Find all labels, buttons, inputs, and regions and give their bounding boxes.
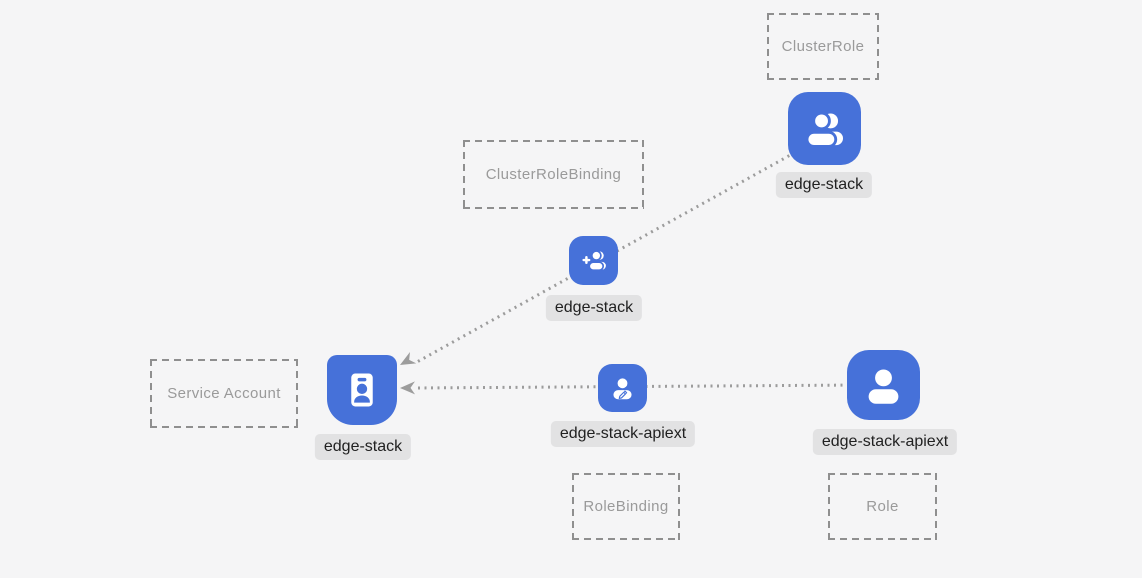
- node-cluster-role-binding: [569, 236, 618, 285]
- node-cluster-role: [788, 92, 861, 165]
- node-label: edge-stack: [314, 434, 412, 460]
- node-label: edge-stack-apiext: [812, 429, 958, 455]
- type-box-role-binding: RoleBinding: [572, 473, 680, 540]
- person-icon: [868, 368, 899, 404]
- arrowhead-icon: [400, 352, 417, 365]
- type-box-role: Role: [828, 473, 937, 540]
- node-role: [847, 350, 920, 420]
- type-box-label: ClusterRole: [781, 38, 865, 55]
- node-role-binding: [598, 364, 647, 412]
- type-box-label: RoleBinding: [583, 498, 669, 515]
- type-box-cluster-role: ClusterRole: [767, 13, 879, 80]
- type-box-service-account: Service Account: [150, 359, 298, 428]
- people-icon: [805, 111, 843, 148]
- arrowhead-icon: [400, 381, 416, 395]
- node-label: edge-stack: [545, 295, 643, 321]
- node-label: edge-stack: [775, 172, 873, 198]
- person-add-icon: [582, 250, 606, 272]
- type-box-label: ClusterRoleBinding: [485, 166, 622, 183]
- type-box-cluster-role-binding: ClusterRoleBinding: [463, 140, 644, 209]
- badge-icon: [351, 373, 373, 407]
- person-edit-icon: [613, 377, 632, 399]
- type-box-label: Role: [866, 498, 899, 515]
- node-label: edge-stack-apiext: [550, 421, 696, 447]
- node-service-account: [327, 355, 397, 425]
- type-box-label: Service Account: [167, 385, 281, 402]
